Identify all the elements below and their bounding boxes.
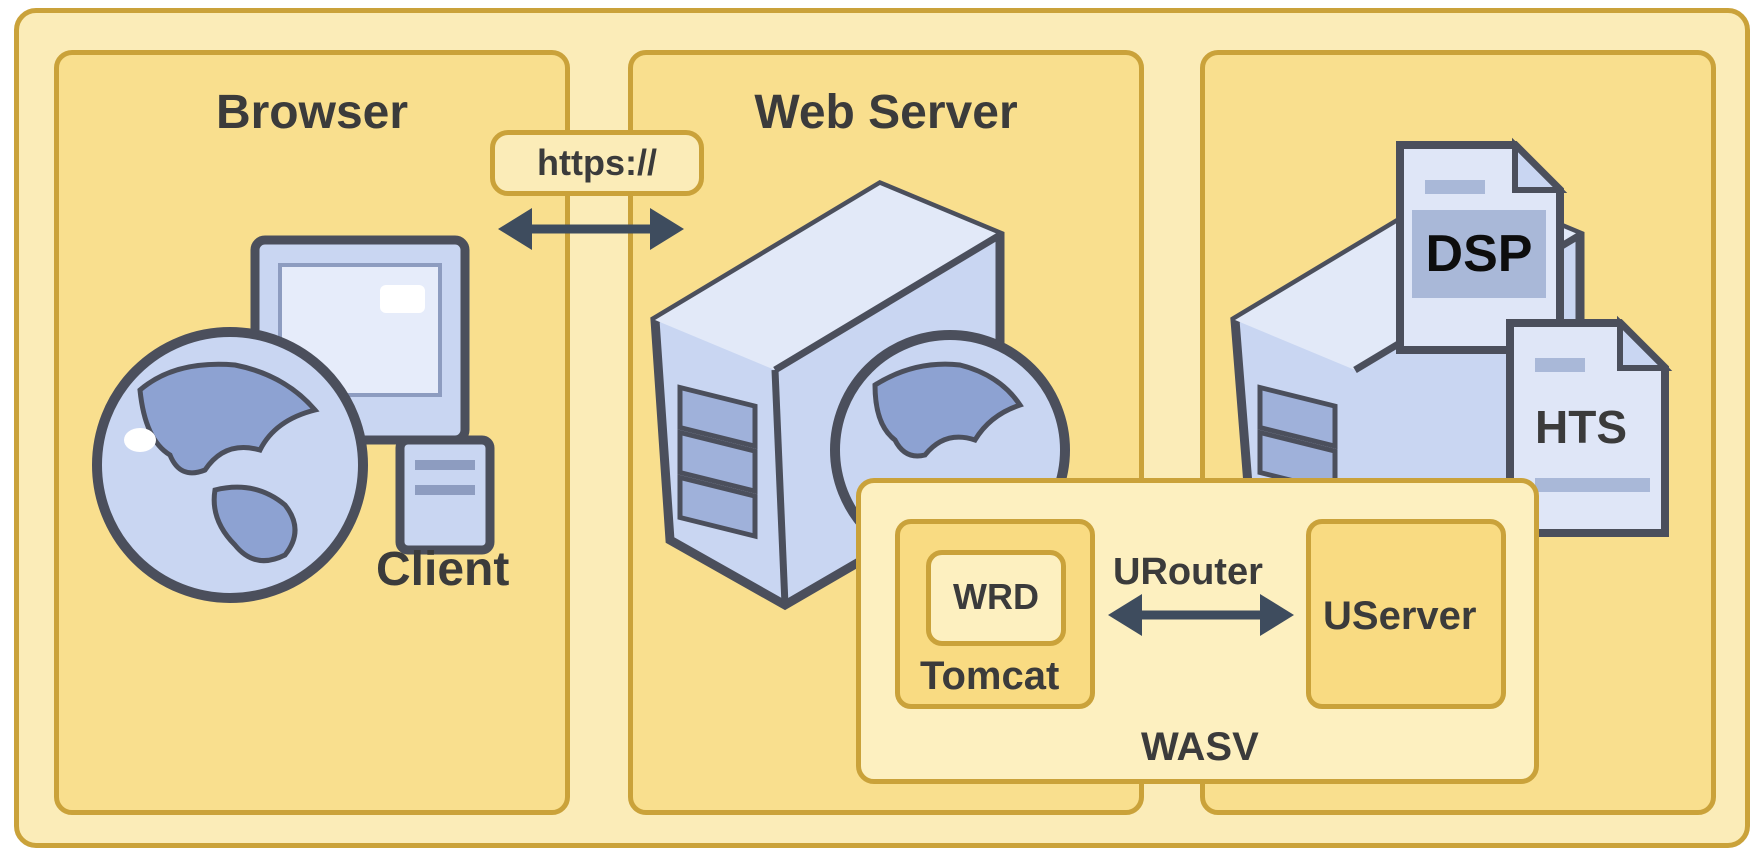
hts-document-label: HTS [1535, 401, 1627, 453]
https-protocol-label: https:// [490, 130, 704, 196]
tomcat-box: WRD Tomcat [895, 519, 1095, 709]
document-icon [1506, 315, 1673, 537]
urouter-label: URouter [1113, 551, 1263, 593]
wasv-label: WASV [1141, 725, 1259, 769]
webserver-title: Web Server [754, 86, 1018, 139]
client-label: Client [376, 543, 510, 596]
dsp-document-label: DSP [1412, 210, 1546, 298]
wasv-container: WRD Tomcat URouter UServer WASV [856, 478, 1539, 784]
tomcat-label: Tomcat [920, 654, 1060, 698]
globe-icon [92, 327, 368, 603]
userver-box: UServer [1306, 519, 1506, 709]
userver-label: UServer [1323, 594, 1477, 638]
wrd-box: WRD [926, 550, 1066, 646]
browser-title: Browser [215, 86, 409, 139]
double-arrow-icon [1108, 594, 1294, 636]
double-arrow-icon [498, 208, 684, 250]
